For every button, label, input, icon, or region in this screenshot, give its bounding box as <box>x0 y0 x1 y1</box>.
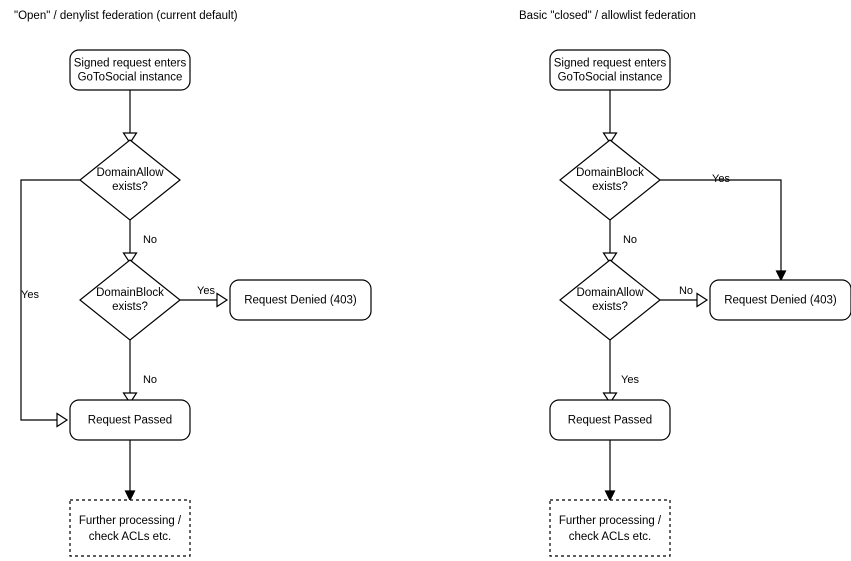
left-decision-domainallow-shape <box>79 139 181 221</box>
left-further-processing-label-line2: check ACLs etc. <box>89 531 171 543</box>
right-decision-domainblock-label-line2: exists? <box>592 181 628 193</box>
left-request-denied-label: Request Denied (403) <box>244 295 357 307</box>
column-title-open-denylist: "Open" / denylist federation (current de… <box>14 10 238 22</box>
left-edge-entry-to-domainallow <box>122 90 138 145</box>
right-request-passed-node: Request Passed <box>549 399 671 441</box>
right-decision-domainallow: DomainAllow exists? <box>559 259 661 341</box>
left-decision-domainblock-label-line2: exists? <box>112 301 148 313</box>
right-decision-domainblock-shape <box>559 139 661 221</box>
right-edge-passed-to-further <box>604 440 616 502</box>
right-decision-domainallow-label-line2: exists? <box>592 301 628 313</box>
right-entry-node-label-line2: GoToSocial instance <box>558 72 663 84</box>
right-edge-domainblock-yes: Yes <box>660 173 787 282</box>
left-entry-node-label-line2: GoToSocial instance <box>78 72 183 84</box>
left-decision-domainallow-label-line2: exists? <box>112 181 148 193</box>
left-edge-label-domainallow-no: No <box>143 234 157 246</box>
left-further-processing-node: Further processing / check ACLs etc. <box>69 499 191 557</box>
left-request-passed-node: Request Passed <box>69 399 191 441</box>
left-entry-node: Signed request enters GoToSocial instanc… <box>69 49 191 91</box>
left-request-denied-shape <box>229 279 372 321</box>
right-further-processing-label-line1: Further processing / <box>559 515 662 527</box>
right-decision-domainallow-shape <box>559 259 661 341</box>
left-edge-label-domainallow-yes: Yes <box>21 289 39 301</box>
right-edge-entry-to-domainblock <box>602 90 618 145</box>
column-title-closed-allowlist: Basic "closed" / allowlist federation <box>519 10 696 22</box>
right-further-processing-shape <box>549 499 671 557</box>
left-edge-domainallow-no: No <box>122 220 157 265</box>
right-request-denied-label: Request Denied (403) <box>724 295 837 307</box>
left-edge-domainblock-yes: Yes <box>180 285 229 308</box>
right-entry-node-label-line1: Signed request enters <box>554 58 667 70</box>
right-edge-label-domainallow-yes: Yes <box>621 374 639 386</box>
left-entry-node-shape <box>69 49 191 91</box>
right-edge-domainblock-no: No <box>602 220 637 265</box>
right-request-passed-label: Request Passed <box>568 415 652 427</box>
right-decision-domainallow-label-line1: DomainAllow <box>576 287 644 299</box>
right-entry-node-shape <box>549 49 671 91</box>
left-decision-domainblock-label-line1: DomainBlock <box>96 287 164 299</box>
left-further-processing-shape <box>69 499 191 557</box>
left-request-denied-node: Request Denied (403) <box>229 279 372 321</box>
right-decision-domainblock: DomainBlock exists? <box>559 139 661 221</box>
left-edge-domainallow-yes: Yes <box>20 179 80 428</box>
left-edge-label-domainblock-no: No <box>143 374 157 386</box>
left-further-processing-label-line1: Further processing / <box>79 515 182 527</box>
right-edge-label-domainallow-no: No <box>679 285 693 297</box>
left-entry-node-label-line1: Signed request enters <box>74 58 187 70</box>
right-edge-domainallow-no: No <box>660 285 709 308</box>
right-request-denied-node: Request Denied (403) <box>709 279 851 321</box>
right-decision-domainblock-label-line1: DomainBlock <box>576 167 644 179</box>
right-edge-label-domainblock-no: No <box>623 234 637 246</box>
right-entry-node: Signed request enters GoToSocial instanc… <box>549 49 671 91</box>
right-request-denied-shape <box>709 279 851 321</box>
left-request-passed-label: Request Passed <box>88 415 172 427</box>
left-edge-domainblock-no: No <box>122 340 157 405</box>
left-decision-domainallow: DomainAllow exists? <box>79 139 181 221</box>
left-decision-domainblock: DomainBlock exists? <box>79 259 181 341</box>
right-further-processing-node: Further processing / check ACLs etc. <box>549 499 671 557</box>
left-edge-label-domainblock-yes: Yes <box>197 285 215 297</box>
left-decision-domainblock-shape <box>79 259 181 341</box>
right-edge-label-domainblock-yes: Yes <box>712 173 730 185</box>
right-further-processing-label-line2: check ACLs etc. <box>569 531 651 543</box>
left-decision-domainallow-label-line1: DomainAllow <box>96 167 164 179</box>
right-edge-domainallow-yes: Yes <box>602 340 639 405</box>
left-edge-passed-to-further <box>124 440 136 502</box>
